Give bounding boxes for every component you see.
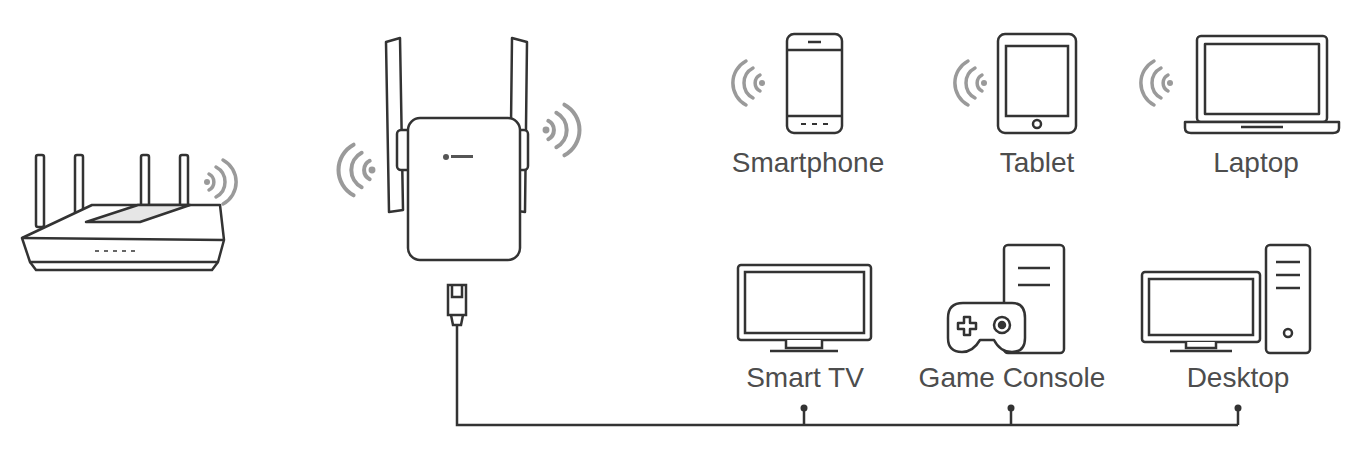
device-label: Desktop	[1187, 364, 1290, 392]
wifi-signal	[339, 145, 376, 196]
device-label: Smartphone	[732, 149, 885, 177]
wifi-signal	[543, 105, 580, 156]
device-label: Tablet	[1000, 149, 1075, 177]
device-label: Game Console	[919, 364, 1106, 392]
game-console-icon	[948, 245, 1064, 353]
smart-tv-icon	[738, 265, 871, 351]
smartphone-icon	[787, 34, 842, 133]
wifi-signal	[955, 61, 987, 105]
wifi-signal	[733, 61, 765, 105]
laptop-icon	[1185, 36, 1339, 133]
device-label: Laptop	[1213, 149, 1299, 177]
tablet-icon	[998, 34, 1076, 133]
wifi-signal	[1141, 61, 1173, 105]
range-extender	[386, 38, 528, 260]
desktop-icon	[1142, 245, 1310, 353]
wifi-signal	[204, 160, 236, 204]
router	[22, 155, 224, 270]
device-label: Smart TV	[746, 364, 864, 392]
